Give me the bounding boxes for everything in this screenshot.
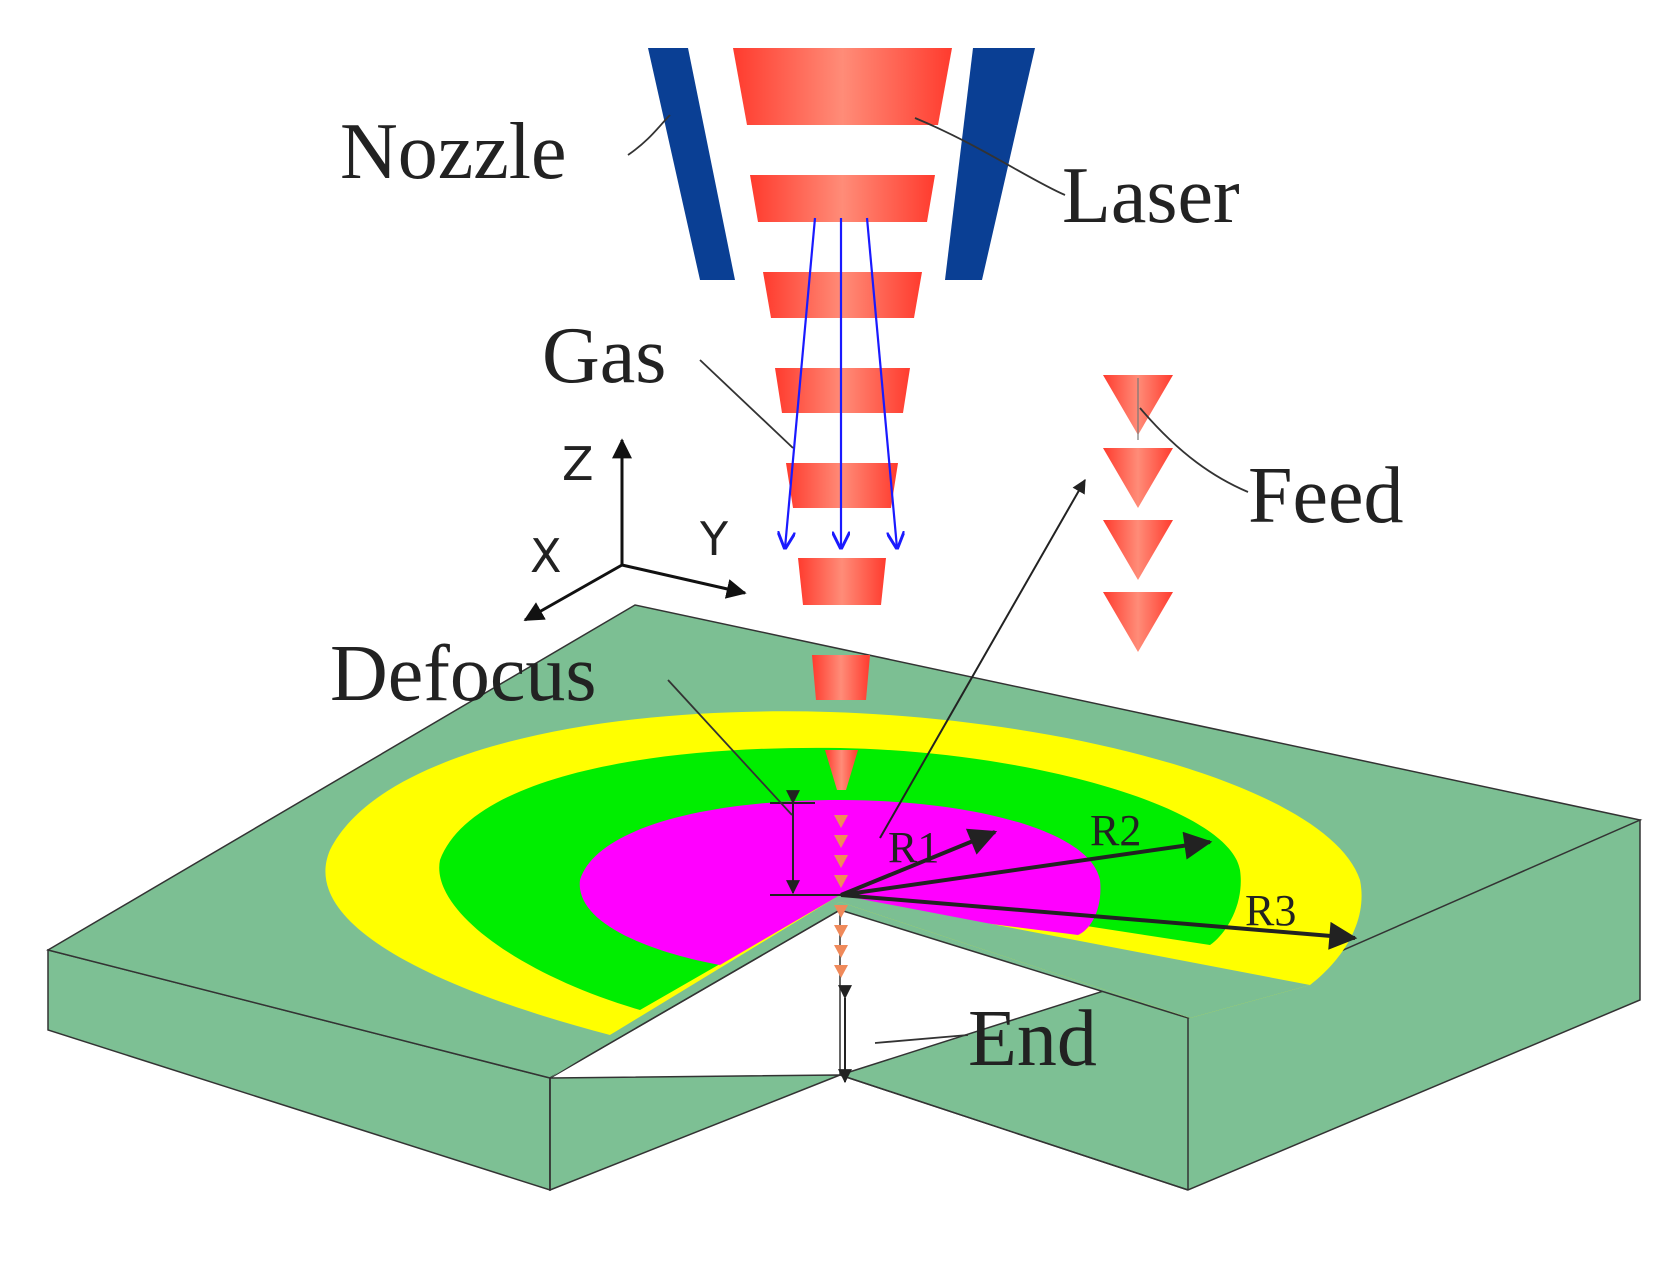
- gas-leader: [699, 359, 794, 449]
- laser-label: Laser: [1062, 152, 1240, 240]
- feed-direction-arrow: [879, 478, 1086, 839]
- r2-arrow: [840, 831, 1213, 897]
- gas-label: Gas: [542, 312, 666, 400]
- gas-flow-arrows: [785, 217, 897, 548]
- defocus-dimension: [770, 790, 815, 895]
- focus-markers: [834, 815, 848, 978]
- end-leader: [874, 1034, 969, 1044]
- coordinate-axes: [523, 438, 747, 622]
- feed-leader: [1139, 407, 1249, 493]
- end-label: End: [968, 995, 1097, 1083]
- leader-lines: [627, 114, 1249, 1044]
- y-axis: [621, 563, 747, 599]
- labels: Nozzle Laser Gas Feed Defocus End R1 R2 …: [330, 108, 1404, 1083]
- z-axis-label: Z: [562, 437, 594, 491]
- laser-segment: [798, 558, 886, 605]
- laser-leader: [914, 117, 1066, 196]
- radius-arrows: [840, 828, 1358, 950]
- feed-particle: [1103, 520, 1173, 580]
- x-axis: [523, 563, 623, 622]
- laser-segment: [763, 272, 922, 318]
- x-axis-label: X: [530, 529, 562, 583]
- nozzle: [648, 48, 1035, 280]
- laser-beam: [733, 48, 952, 790]
- laser-segment: [812, 655, 870, 700]
- nozzle-label: Nozzle: [340, 108, 567, 196]
- gas-arrow-left: [785, 217, 817, 548]
- block-notch-left-face: [549, 1074, 841, 1192]
- laser-segment: [775, 368, 910, 413]
- y-axis-label: Y: [699, 512, 729, 566]
- gas-arrow-right: [865, 217, 897, 548]
- laser-segment: [750, 175, 935, 222]
- r1-label: R1: [888, 823, 939, 872]
- nozzle-leader: [627, 114, 671, 156]
- r3-arrow: [840, 893, 1358, 950]
- r2-label: R2: [1090, 806, 1141, 855]
- nozzle-right-wall: [945, 48, 1035, 280]
- feed-label: Feed: [1248, 452, 1404, 540]
- laser-segment: [733, 48, 952, 125]
- defocus-leader: [667, 679, 793, 816]
- laser-segment: [825, 750, 858, 790]
- feed-stream: [1103, 375, 1173, 652]
- defocus-label: Defocus: [330, 630, 597, 718]
- r3-label: R3: [1245, 886, 1296, 935]
- feed-particle: [1103, 448, 1173, 508]
- nozzle-left-wall: [648, 48, 735, 280]
- r1-arrow: [840, 828, 998, 897]
- feed-particle: [1103, 592, 1173, 652]
